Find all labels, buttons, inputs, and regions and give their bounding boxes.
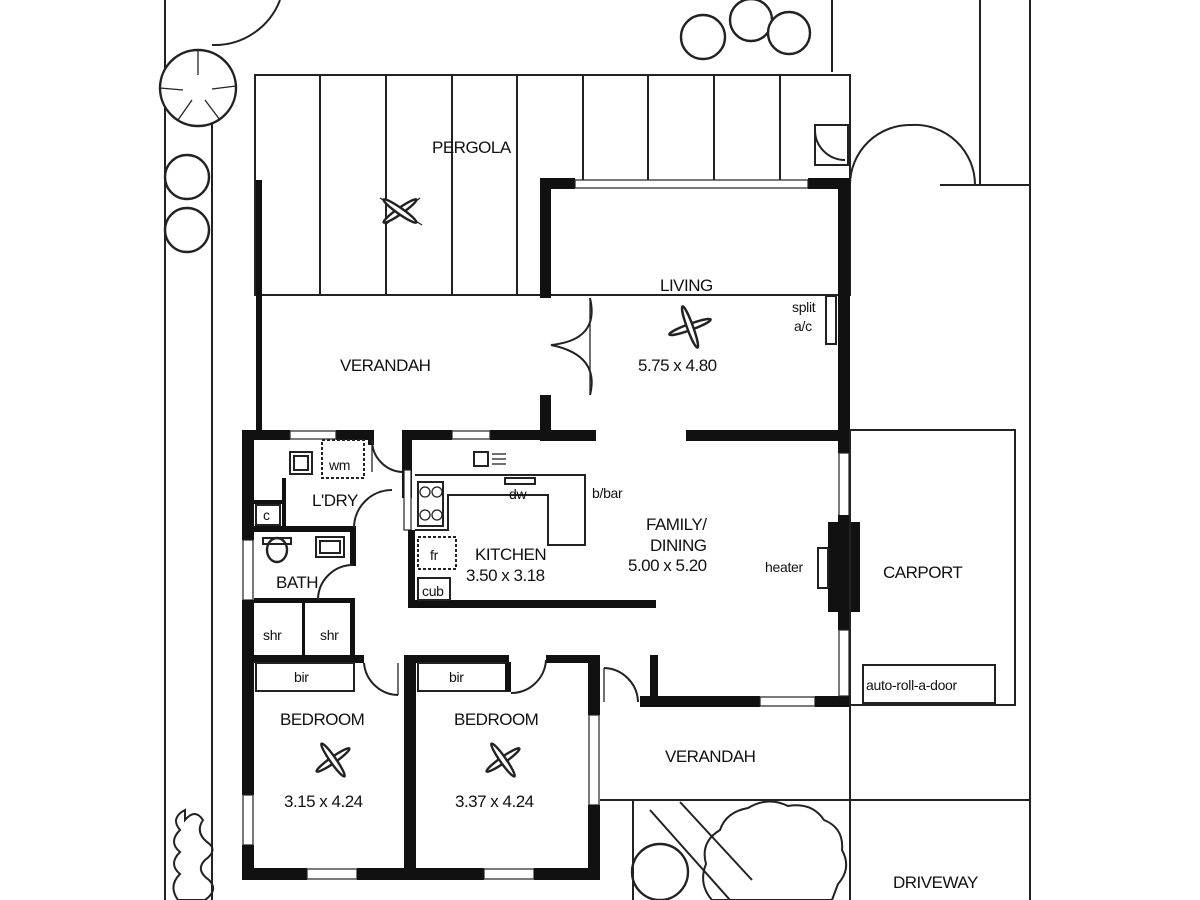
heater-label: heater <box>765 559 804 575</box>
shrub-icon <box>163 0 812 254</box>
tree-icon <box>158 48 238 128</box>
pergola-label: PERGOLA <box>432 138 512 157</box>
hedge-icon <box>172 808 215 900</box>
verandah-south-label: VERANDAH <box>665 747 755 766</box>
bedroom-1-size: 3.15 x 4.24 <box>284 792 363 811</box>
living-label: LIVING <box>660 276 713 295</box>
ceiling-fan-icon <box>668 305 712 349</box>
split-ac-label: split <box>792 299 816 315</box>
driveway-label: DRIVEWAY <box>893 873 978 892</box>
breakfast-bar-label: b/bar <box>592 485 623 501</box>
carport <box>849 429 1016 900</box>
verandah-south <box>600 799 1030 900</box>
kitchen-benches <box>415 451 586 601</box>
laundry-fixtures <box>255 439 365 564</box>
family-size: 5.00 x 5.20 <box>628 556 707 575</box>
family-label: FAMILY/ <box>646 515 707 534</box>
carport-label: CARPORT <box>883 563 962 582</box>
dining-label: DINING <box>650 536 707 555</box>
split-ac-unit <box>825 295 837 345</box>
bedroom-2-label: BEDROOM <box>454 710 538 729</box>
bedroom-1-label: BEDROOM <box>280 710 364 729</box>
robe-right-label: bir <box>449 669 464 685</box>
dishwasher-label: dw <box>509 486 527 502</box>
shower-right-label: shr <box>320 627 339 643</box>
site-boundary <box>164 0 1031 900</box>
cupboard-c-label: c <box>263 507 270 523</box>
internal-walls <box>254 430 658 880</box>
ceiling-fan-icon <box>315 742 351 778</box>
verandah-west <box>256 180 545 430</box>
washing-machine-label: wm <box>328 457 350 473</box>
kitchen-size: 3.50 x 3.18 <box>466 566 545 585</box>
kitchen-label: KITCHEN <box>475 545 546 564</box>
doors <box>317 297 639 703</box>
garden-edge <box>211 0 281 47</box>
cupboard-label: cub <box>422 583 444 599</box>
robe-left-label: bir <box>294 669 309 685</box>
ceiling-fan-icon <box>485 742 521 778</box>
living-size: 5.75 x 4.80 <box>638 356 717 375</box>
shed <box>814 123 977 186</box>
ceiling-fan-icon <box>379 197 423 226</box>
split-ac-label-2: a/c <box>794 318 812 334</box>
bath-label: BATH <box>276 573 318 592</box>
tree-icon <box>630 800 848 900</box>
roller-door-label: auto-roll-a-door <box>866 677 958 693</box>
verandah-west-label: VERANDAH <box>340 356 430 375</box>
fridge-label: fr <box>430 547 439 563</box>
external-walls <box>242 178 860 880</box>
bedroom-2-size: 3.37 x 4.24 <box>455 792 534 811</box>
shower-left-label: shr <box>263 627 282 643</box>
laundry-label: L'DRY <box>312 491 358 510</box>
